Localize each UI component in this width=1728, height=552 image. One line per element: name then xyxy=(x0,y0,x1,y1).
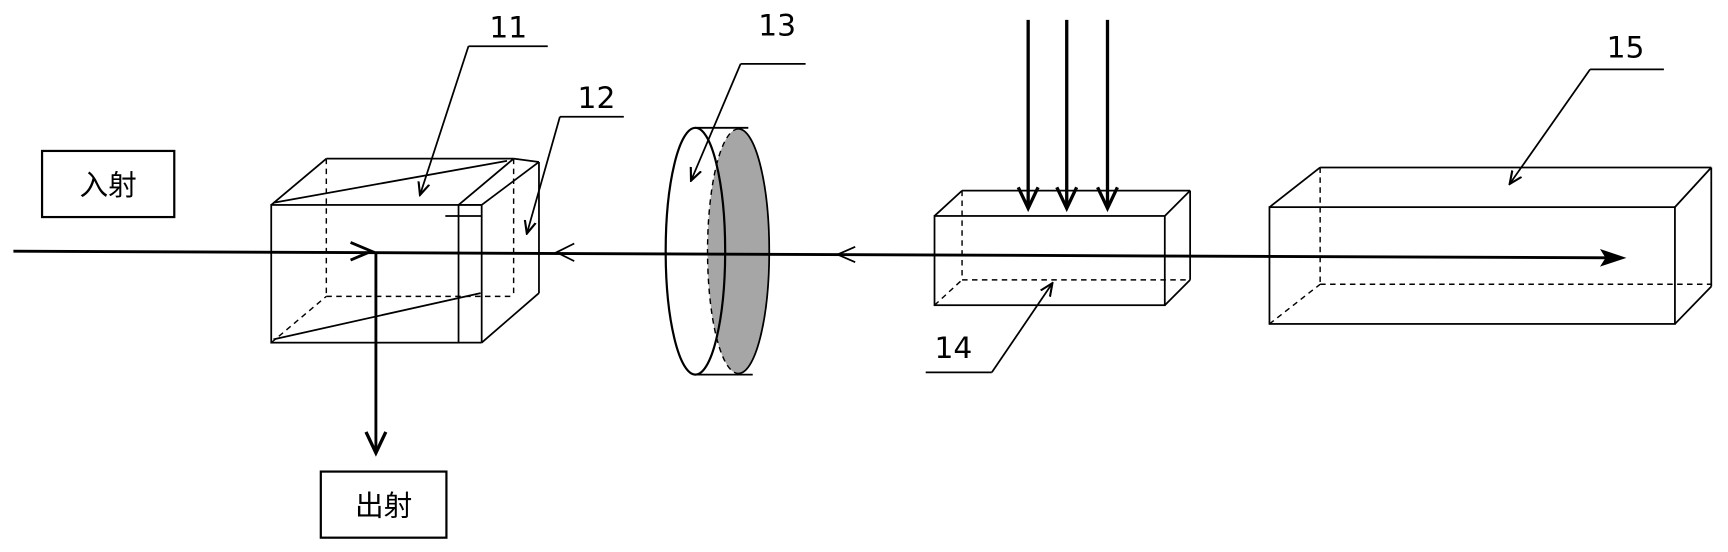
output-beam xyxy=(364,252,388,457)
pump-beams xyxy=(1016,19,1119,213)
label-13-text: 13 xyxy=(758,8,796,43)
input-label-text: 入射 xyxy=(80,168,137,202)
module-top-left-edge xyxy=(1268,166,1321,208)
plate-bottom-right-edge xyxy=(481,292,540,344)
beam-direction-arrow-left xyxy=(835,245,856,264)
crystal-top-right-edge xyxy=(1164,189,1191,217)
module-top-right-edge xyxy=(1674,166,1712,208)
label-14-leader xyxy=(991,283,1053,373)
label-12-text: 12 xyxy=(578,81,616,116)
label-11-text: 11 xyxy=(489,10,527,45)
label-15-leader xyxy=(1510,68,1591,184)
label-14-text: 14 xyxy=(935,331,973,366)
output-label-text: 出射 xyxy=(355,489,412,523)
output-label-box: 出射 xyxy=(319,470,448,539)
label-13-leader xyxy=(691,63,742,181)
module-bottom-right-edge xyxy=(1674,285,1712,325)
module-front-face xyxy=(1268,206,1676,325)
lens-back-face-visible-edge xyxy=(738,128,771,375)
main-beam xyxy=(13,241,1627,267)
label-12-leader xyxy=(527,116,561,234)
label-11-leader xyxy=(420,46,470,195)
label-13: 13 xyxy=(691,8,806,180)
cube-front-face xyxy=(270,204,460,344)
splitter-top-diagonal xyxy=(273,159,508,204)
lens-back-face-hidden-edge xyxy=(706,128,739,375)
pump-arrowhead xyxy=(1096,186,1119,213)
main-beam-line xyxy=(13,249,1612,260)
cube-top-right-edge xyxy=(457,157,515,206)
plate-top-right-edge xyxy=(481,161,540,206)
beam-end-arrowhead xyxy=(1600,249,1627,267)
input-label-box: 入射 xyxy=(40,149,176,219)
cube-hidden-edge xyxy=(270,295,327,344)
input-box-frame xyxy=(40,149,176,219)
crystal-top-left-edge xyxy=(933,189,963,217)
plate-top-back-edge xyxy=(513,157,540,163)
beam-direction-arrow-right xyxy=(350,241,376,262)
label-11: 11 xyxy=(420,10,548,195)
label-15: 15 xyxy=(1510,30,1664,184)
label-15-text: 15 xyxy=(1607,30,1645,65)
lens-back-face-fill xyxy=(707,128,770,374)
amplifier-module xyxy=(1268,166,1713,325)
label-12: 12 xyxy=(527,81,624,234)
beam-splitter-cube xyxy=(270,157,515,344)
crystal-hidden-edge xyxy=(934,279,963,306)
output-box-frame xyxy=(319,470,448,539)
output-arrowhead xyxy=(364,431,388,457)
crystal-front-face xyxy=(933,215,1166,307)
pump-arrowhead xyxy=(1016,186,1040,213)
cube-top-left-edge xyxy=(270,157,327,206)
module-hidden-edge xyxy=(1269,283,1321,325)
crystal-bottom-right-edge xyxy=(1164,279,1191,306)
label-14: 14 xyxy=(925,283,1053,374)
beam-direction-arrow-left xyxy=(554,242,575,262)
lens xyxy=(664,126,771,376)
gain-crystal xyxy=(933,189,1192,307)
pump-arrowhead xyxy=(1055,186,1079,213)
wave-plate xyxy=(445,157,540,344)
